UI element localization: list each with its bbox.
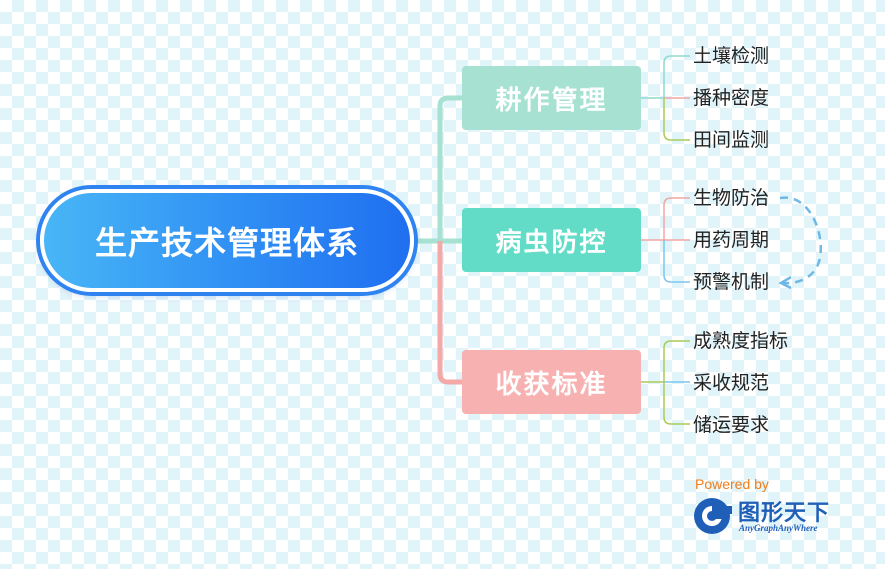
branch-node-cultivation[interactable]: 耕作管理 [462,66,641,130]
relationship-arrow [779,196,823,285]
branch-node-pest-control[interactable]: 病虫防控 [462,208,641,272]
branch-connector-lower [437,241,462,385]
leaf-connector [663,240,690,283]
root-label: 生产技术管理体系 [94,223,359,262]
leaf-node[interactable]: 田间监测 [693,129,770,151]
brand-watermark: Powered by 图形天下 AnyGraphAnyWhere [692,476,852,546]
branch-connector-upper [437,95,462,241]
leaf-connector [663,98,690,141]
brand-name: 图形天下 [738,501,831,526]
brand-subtitle: AnyGraphAnyWhere [739,523,818,533]
leaf-node[interactable]: 采收规范 [693,372,770,394]
branch-node-harvest[interactable]: 收获标准 [462,350,641,414]
arrowhead-icon [778,275,792,290]
leaf-node[interactable]: 生物防治 [693,187,770,209]
powered-by-text: Powered by [695,476,769,492]
leaf-connector [663,340,690,382]
branch-label: 收获标准 [495,369,608,400]
leaf-node[interactable]: 土壤检测 [693,45,770,67]
g-logo-icon [694,498,732,534]
leaf-node[interactable]: 储运要求 [693,414,770,436]
leaf-node[interactable]: 播种密度 [693,87,770,109]
leaf-node[interactable]: 成熟度指标 [693,330,789,352]
branch-label: 耕作管理 [495,85,608,116]
branch-label: 病虫防控 [495,227,608,258]
leaf-connector [663,55,690,98]
leaf-node[interactable]: 预警机制 [693,271,770,293]
leaf-connector [663,382,690,425]
root-node[interactable]: 生产技术管理体系 [40,189,414,292]
leaf-node[interactable]: 用药周期 [693,229,770,251]
leaf-connector [663,197,690,240]
